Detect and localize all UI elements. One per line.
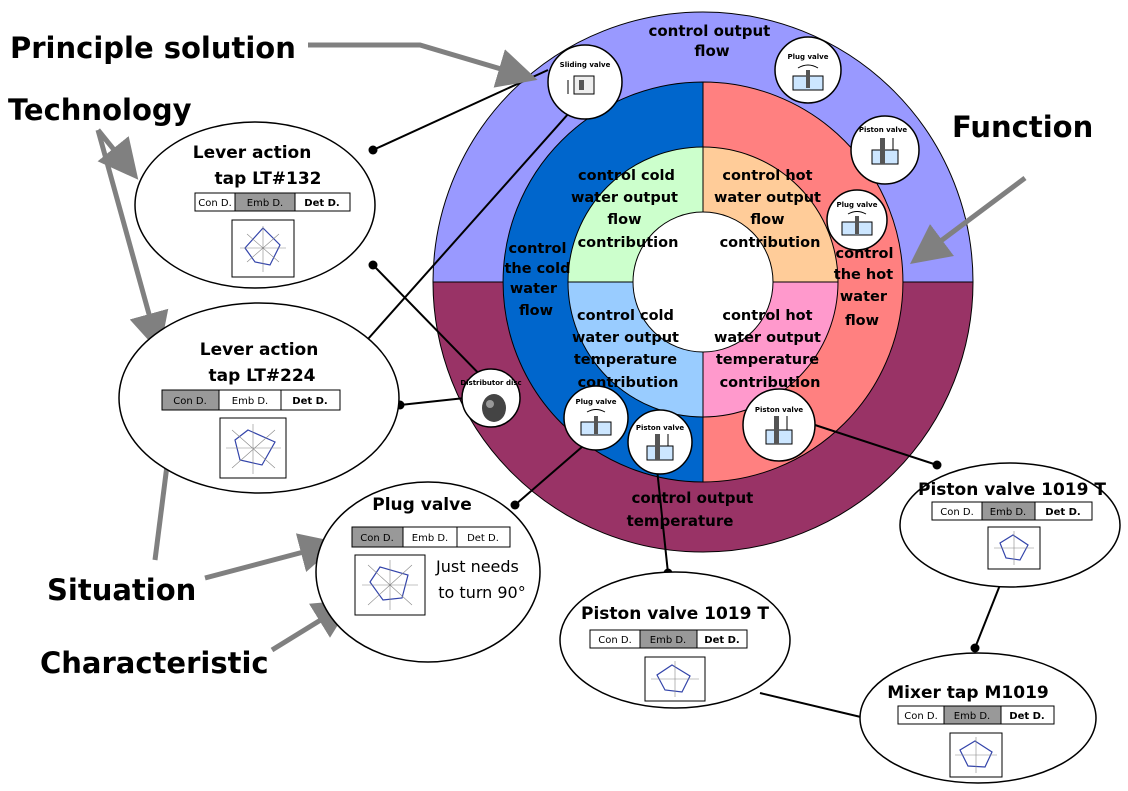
link-piston-valve-b xyxy=(814,424,938,466)
svg-text:Piston valve: Piston valve xyxy=(636,424,685,432)
link-lt224-distributor-disc xyxy=(399,397,466,406)
connector-dot xyxy=(510,500,520,510)
sliding-valve-icon: Sliding valve xyxy=(547,44,623,120)
label-function: Function xyxy=(952,110,1093,144)
svg-text:Det D.: Det D. xyxy=(704,635,739,646)
svg-text:Det D.: Det D. xyxy=(1045,507,1080,518)
design-table: Con D. Emb D. Det D. xyxy=(351,526,511,548)
label-technology: Technology xyxy=(8,93,192,127)
radar-chart-icon xyxy=(219,417,287,479)
svg-text:Con D.: Con D. xyxy=(360,533,394,544)
svg-text:Con D.: Con D. xyxy=(173,396,207,407)
link-lt224-sliding-valve xyxy=(359,94,586,349)
svg-text:Con D.: Con D. xyxy=(598,635,632,646)
technology-lt132[interactable]: Lever action tap LT#132 Con D. Emb D. De… xyxy=(134,121,376,289)
svg-text:Piston valve 1019 T: Piston valve 1019 T xyxy=(581,604,769,624)
radar-chart-icon xyxy=(987,526,1041,570)
radar-chart-icon xyxy=(644,656,706,702)
svg-text:Det D.: Det D. xyxy=(1009,711,1044,722)
svg-text:Sliding valve: Sliding valve xyxy=(560,61,611,69)
design-table: Con D. Emb D. Det D. xyxy=(194,192,351,212)
design-table: Con D. Emb D. Det D. xyxy=(589,629,748,649)
technology-lt224[interactable]: Lever action tap LT#224 Con D. Emb D. De… xyxy=(118,302,400,494)
label-hot-temperature-contribution: control hot water output temperature con… xyxy=(714,308,826,391)
label-hot-water-flow: control the hot water flow xyxy=(834,246,899,329)
arrow-function xyxy=(909,175,1027,264)
link-plug-valve xyxy=(514,439,591,506)
arrow-technology-lt132 xyxy=(96,128,139,180)
label-hot-flow-contribution: control hot water output flow contributi… xyxy=(714,168,826,251)
distributor-disc-icon: Distributor disc xyxy=(460,368,522,428)
plug-valve-note: Just needs to turn 90° xyxy=(435,557,526,602)
design-table: Con D. Emb D. Det D. xyxy=(161,389,341,411)
link-lt132-distributor-disc xyxy=(372,264,491,386)
center-hole xyxy=(632,211,774,353)
label-situation: Situation xyxy=(47,573,196,607)
link-piston-mixer xyxy=(974,584,1001,649)
link-piston-a-mixer xyxy=(759,692,866,719)
design-table: Con D. Emb D. Det D. xyxy=(931,501,1093,521)
svg-text:Det D.: Det D. xyxy=(304,198,339,209)
label-cold-flow-contribution: control cold water output flow contribut… xyxy=(571,168,683,251)
svg-text:Con D.: Con D. xyxy=(904,711,938,722)
radar-chart-icon xyxy=(354,554,426,616)
label-principle-solution: Principle solution xyxy=(10,31,296,65)
connector-dot xyxy=(970,643,980,653)
label-characteristic: Characteristic xyxy=(40,646,269,680)
technology-plug-valve[interactable]: Plug valve Con D. Emb D. Det D. Just nee… xyxy=(315,481,541,663)
svg-text:Emb D.: Emb D. xyxy=(954,711,990,722)
piston-valve-icon: Piston valve xyxy=(627,409,693,475)
technology-piston-valve-bottom[interactable]: Piston valve 1019 T Con D. Emb D. Det D. xyxy=(559,571,791,709)
technology-mixer-tap[interactable]: Mixer tap M1019 Con D. Emb D. Det D. xyxy=(859,652,1097,784)
svg-text:Emb D.: Emb D. xyxy=(412,533,448,544)
function-rings xyxy=(432,11,974,553)
arrow-technology-lt224 xyxy=(95,129,169,353)
radar-chart-icon xyxy=(949,732,1003,778)
svg-text:Emb D.: Emb D. xyxy=(650,635,686,646)
arrow-principle-solution xyxy=(308,42,538,88)
svg-text:Piston valve: Piston valve xyxy=(859,126,908,134)
svg-text:Det D.: Det D. xyxy=(292,396,327,407)
mini-icons: Sliding valve Plug valve Piston valve Pl… xyxy=(460,36,920,475)
plug-valve-icon: Plug valve xyxy=(563,385,629,451)
plug-valve-icon: Plug valve xyxy=(826,189,888,251)
svg-text:Lever action tap LT#224: Lever action tap LT#224 xyxy=(200,340,324,386)
ring-labels: control output flow control output tempe… xyxy=(504,22,899,530)
connector-dot xyxy=(368,260,378,270)
arrow-situation-plug xyxy=(204,533,340,581)
radar-chart-icon xyxy=(231,219,295,278)
connector-dot xyxy=(368,145,378,155)
svg-text:Lever action tap LT#132: Lever action tap LT#132 xyxy=(193,143,322,189)
svg-text:Piston valve: Piston valve xyxy=(755,406,804,414)
svg-text:Plug valve: Plug valve xyxy=(837,201,878,209)
category-labels: Principle solution Technology Function S… xyxy=(8,31,1093,680)
label-output-temperature: control output temperature xyxy=(627,489,759,530)
svg-text:Emb D.: Emb D. xyxy=(247,198,283,209)
technology-piston-valve-right[interactable]: Piston valve 1019 T Con D. Emb D. Det D. xyxy=(899,462,1121,588)
svg-text:Con D.: Con D. xyxy=(940,507,974,518)
label-cold-water-flow: control the cold water flow xyxy=(504,241,575,319)
svg-text:Plug valve: Plug valve xyxy=(576,398,617,406)
design-table: Con D. Emb D. Det D. xyxy=(897,705,1055,725)
svg-text:Det D.: Det D. xyxy=(467,533,499,544)
svg-text:Con D.: Con D. xyxy=(198,198,232,209)
piston-valve-icon: Piston valve xyxy=(850,115,920,185)
plug-valve-icon: Plug valve xyxy=(774,36,842,104)
svg-text:Distributor disc: Distributor disc xyxy=(460,379,521,387)
svg-text:Emb D.: Emb D. xyxy=(232,396,268,407)
svg-text:Mixer tap M1019: Mixer tap M1019 xyxy=(887,683,1048,703)
label-output-flow: control output flow xyxy=(648,22,775,60)
svg-text:Emb D.: Emb D. xyxy=(990,507,1026,518)
connector-lines xyxy=(359,69,1001,719)
piston-valve-icon: Piston valve xyxy=(742,388,816,462)
svg-text:Piston valve 1019 T: Piston valve 1019 T xyxy=(918,480,1106,500)
connector-dot xyxy=(932,460,942,470)
svg-text:Plug valve: Plug valve xyxy=(788,53,829,61)
svg-text:Plug valve: Plug valve xyxy=(372,495,471,515)
